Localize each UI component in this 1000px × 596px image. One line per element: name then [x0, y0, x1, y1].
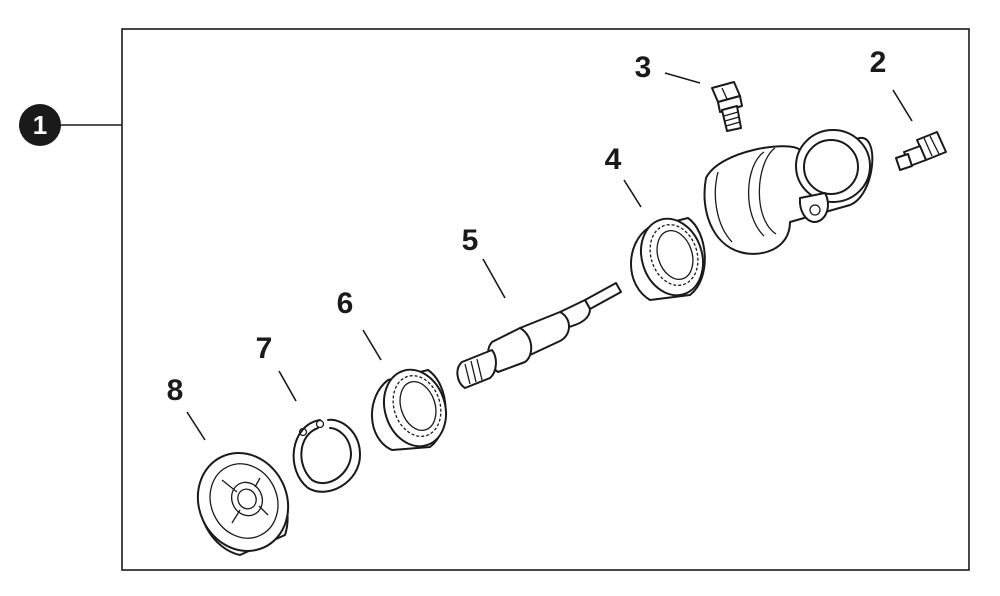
leader-4	[623, 179, 642, 208]
bearing-upper-part	[630, 217, 706, 301]
callout-4: 4	[605, 143, 622, 176]
bleeder-screw-part	[711, 81, 743, 132]
leader-8	[186, 411, 206, 441]
shaft-part	[456, 282, 622, 389]
callout-3: 3	[635, 51, 652, 84]
callout-7: 7	[256, 332, 273, 365]
banjo-bolt-part	[895, 131, 947, 171]
assembly-badge-label: 1	[33, 110, 47, 140]
leader-2	[892, 89, 913, 122]
callout-5: 5	[462, 224, 479, 257]
callout-2: 2	[870, 46, 887, 79]
leader-7	[278, 370, 297, 402]
snap-ring-part	[292, 418, 361, 493]
bearing-lower-part	[371, 368, 447, 451]
leader-5	[482, 258, 506, 299]
cap-part	[196, 452, 290, 556]
housing-part	[703, 129, 874, 255]
callout-6: 6	[337, 287, 354, 320]
callout-8: 8	[167, 374, 184, 407]
diagram-frame	[121, 28, 970, 571]
leader-6	[362, 329, 382, 361]
assembly-badge: 1	[19, 104, 122, 146]
leader-3	[664, 72, 701, 84]
